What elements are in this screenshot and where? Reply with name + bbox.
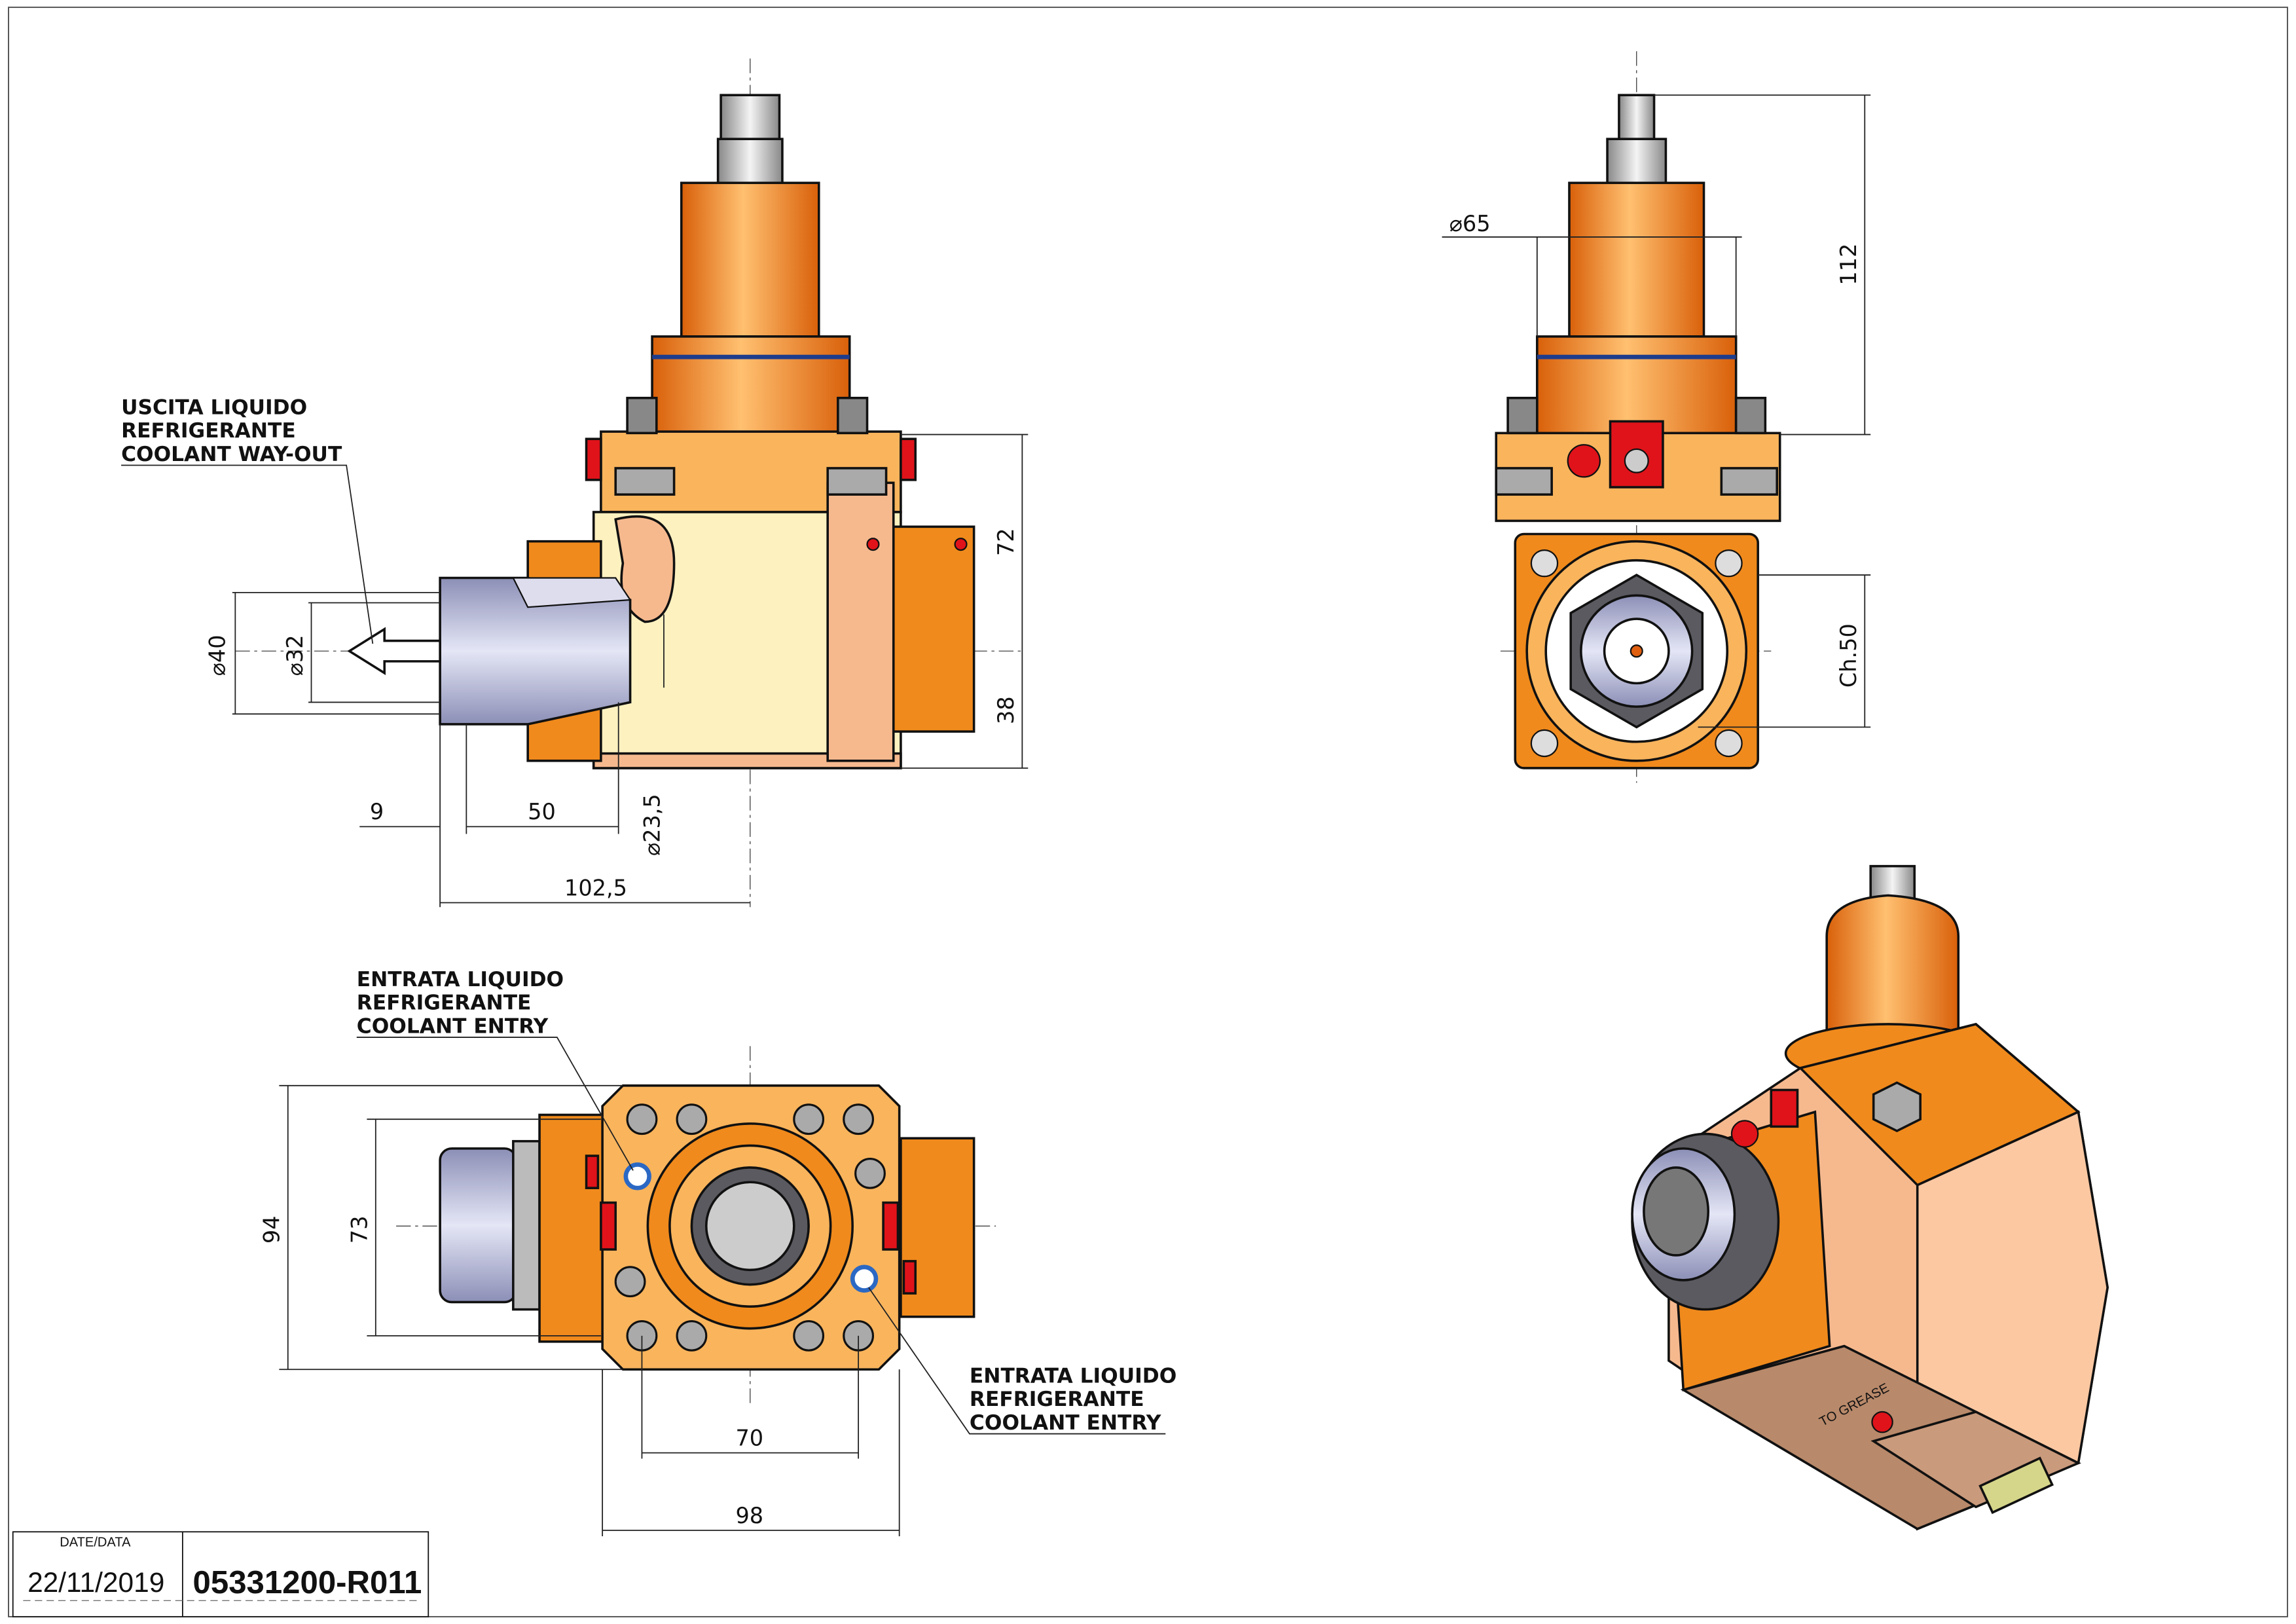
drawing-date: 22/11/2019 [27, 1567, 164, 1598]
top-view: 94 73 70 98 ENTRATA LIQUIDO REFRIGERANTE… [259, 968, 1176, 1536]
dim-98: 98 [735, 1503, 763, 1528]
svg-text:USCITA LIQUIDO: USCITA LIQUIDO [121, 396, 307, 419]
isometric-view: TO GREASE [1631, 864, 2109, 1531]
dim-50: 50 [528, 799, 556, 824]
coolant-arrow [347, 627, 441, 675]
drive-shaft [720, 94, 781, 141]
dim-d40: ⌀40 [205, 635, 230, 676]
callout-coolant-entry-right: ENTRATA LIQUIDO REFRIGERANTE COOLANT ENT… [868, 1287, 1176, 1435]
dim-102-5: 102,5 [564, 875, 627, 900]
dim-d23-5: ⌀23,5 [639, 794, 665, 856]
part-number: 05331200-R011 [193, 1565, 422, 1600]
title-block: DATE/DATA 22/11/2019 05331200-R011 [12, 1531, 429, 1617]
spindle-housing [680, 181, 820, 338]
dim-ch50: Ch.50 [1836, 623, 1861, 688]
dim-38: 38 [993, 696, 1019, 724]
callout-coolant-out: USCITA LIQUIDO REFRIGERANTE COOLANT WAY-… [121, 396, 374, 644]
callout-coolant-entry-left: ENTRATA LIQUIDO REFRIGERANTE COOLANT ENT… [356, 968, 634, 1171]
front-view: ⌀65 112 Ch.50 [1442, 51, 1871, 783]
dim-70: 70 [735, 1425, 763, 1450]
dim-d65: ⌀65 [1449, 211, 1491, 236]
svg-text:COOLANT ENTRY: COOLANT ENTRY [970, 1411, 1161, 1435]
svg-text:REFRIGERANTE: REFRIGERANTE [970, 1388, 1144, 1411]
svg-text:COOLANT ENTRY: COOLANT ENTRY [357, 1014, 549, 1038]
dim-112: 112 [1836, 244, 1861, 286]
dim-73: 73 [346, 1215, 372, 1244]
svg-text:ENTRATA LIQUIDO: ENTRATA LIQUIDO [357, 968, 564, 991]
svg-text:ENTRATA LIQUIDO: ENTRATA LIQUIDO [970, 1364, 1176, 1388]
drawing-border [8, 7, 2288, 1617]
svg-text:REFRIGERANTE: REFRIGERANTE [357, 991, 532, 1015]
date-label: DATE/DATA [60, 1536, 131, 1550]
svg-text:COOLANT WAY-OUT: COOLANT WAY-OUT [121, 443, 342, 466]
dim-72: 72 [993, 528, 1019, 556]
svg-text:REFRIGERANTE: REFRIGERANTE [121, 419, 296, 443]
dim-94: 94 [259, 1215, 284, 1244]
side-view: ⌀40 ⌀32 9 50 102,5 ⌀23,5 72 38 USCITA LI… [121, 58, 1029, 908]
dim-9: 9 [370, 799, 384, 824]
dim-d32: ⌀32 [282, 635, 308, 676]
